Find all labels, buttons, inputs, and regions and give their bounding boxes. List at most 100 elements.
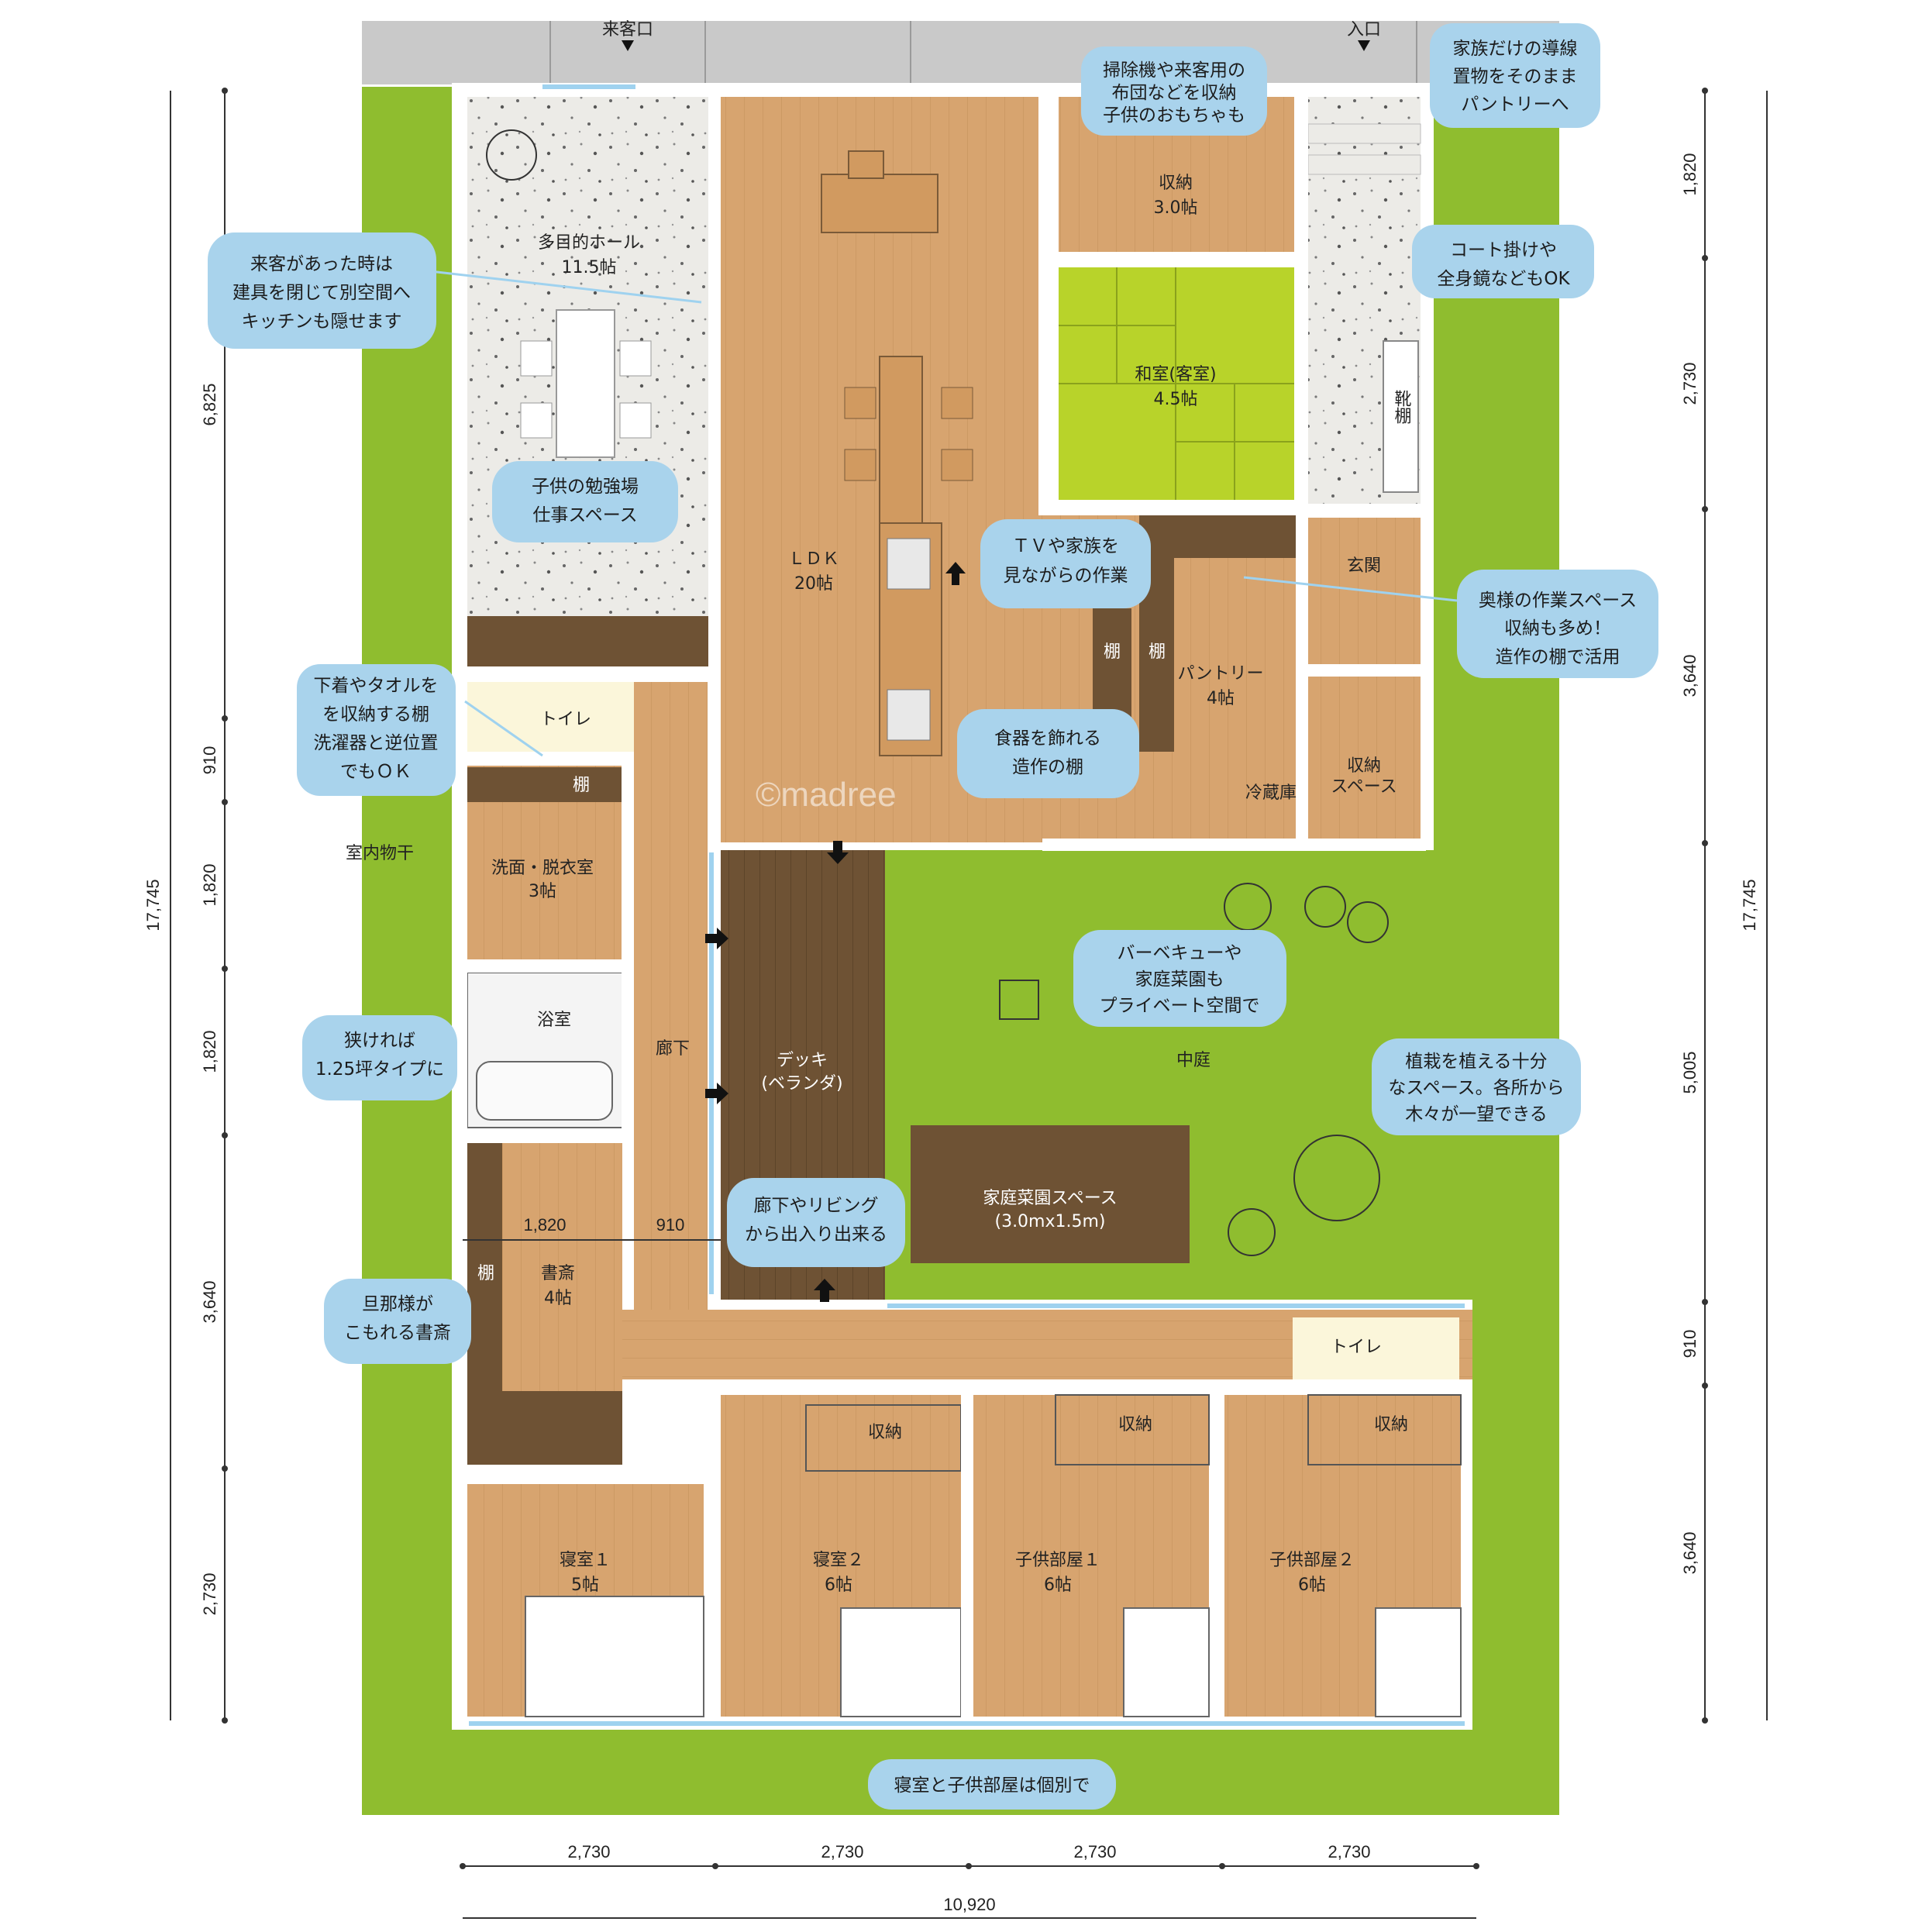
svg-text:から出入り出来る: から出入り出来る xyxy=(745,1224,887,1245)
svg-text:子供のおもちゃも: 子供のおもちゃも xyxy=(1103,105,1245,126)
storage-space xyxy=(1308,677,1421,839)
svg-text:仕事スペース: 仕事スペース xyxy=(532,505,637,525)
hall-name: 多目的ホール xyxy=(538,233,640,253)
callout-study-area xyxy=(492,461,678,542)
dim-bottom-3: 2,730 xyxy=(1073,1842,1116,1861)
closet-kid1: 収納 xyxy=(1118,1415,1152,1434)
closet-kid2: 収納 xyxy=(1374,1415,1408,1434)
svg-text:1.25坪タイプに: 1.25坪タイプに xyxy=(315,1059,444,1080)
main-entrance-label: 入口 xyxy=(1347,20,1381,40)
hall-bench xyxy=(467,616,709,666)
toilet-1 xyxy=(467,682,634,752)
svg-text:洗濯器と逆位置: 洗濯器と逆位置 xyxy=(314,733,439,753)
svg-text:造作の棚: 造作の棚 xyxy=(1012,757,1083,777)
kid1-size: 6帖 xyxy=(1044,1576,1072,1595)
pantry-shelf-label-2: 棚 xyxy=(1149,642,1166,662)
callout-coat-note xyxy=(1412,225,1594,298)
svg-text:家庭菜園も: 家庭菜園も xyxy=(1135,969,1224,990)
indoor-dry-label: 室内物干 xyxy=(346,844,414,863)
genkan-floor xyxy=(1308,518,1421,677)
svg-text:コート掛けや: コート掛けや xyxy=(1450,240,1557,260)
callout-family-route xyxy=(1430,23,1600,128)
svg-text:を収納する棚: を収納する棚 xyxy=(322,704,429,725)
callout-tv-note xyxy=(980,519,1151,608)
dim-right-3: 3,640 xyxy=(1680,654,1700,697)
guest-entrance-label: 来客口 xyxy=(602,20,653,40)
svg-text:布団などを収納: 布団などを収納 xyxy=(1112,83,1237,103)
svg-text:全身鏡などもOK: 全身鏡などもOK xyxy=(1437,269,1570,289)
shoe-shelf xyxy=(1383,340,1419,493)
dim-bottom-4: 2,730 xyxy=(1328,1842,1370,1861)
svg-text:キッチンも隠せます: キッチンも隠せます xyxy=(242,312,402,332)
garden-size: (3.0mx1.5m) xyxy=(994,1212,1105,1231)
callout-bbq xyxy=(1073,930,1286,1027)
garden-name: 家庭菜園スペース xyxy=(983,1189,1117,1208)
callout-storage-note xyxy=(1081,46,1267,136)
svg-text:バーベキューや: バーベキューや xyxy=(1118,943,1242,963)
paving xyxy=(362,21,1559,84)
toilet-2-label: トイレ xyxy=(1331,1338,1382,1357)
corridor-label: 廊下 xyxy=(656,1039,690,1059)
kid2-name: 子供部屋２ xyxy=(1269,1551,1355,1570)
closet-bed2: 収納 xyxy=(868,1423,902,1442)
dim-right-6: 3,640 xyxy=(1680,1531,1700,1574)
dim-right-total: 17,745 xyxy=(1740,879,1759,931)
wash-name: 洗面・脱衣室 xyxy=(491,859,594,878)
dim-left-1: 6,825 xyxy=(200,383,219,425)
wash-size: 3帖 xyxy=(529,882,556,901)
dim-left-4: 1,820 xyxy=(200,1030,219,1073)
dim-bottom-total: 10,920 xyxy=(943,1895,995,1914)
pantry-name: パントリー xyxy=(1177,664,1263,684)
svg-text:なスペース。各所から: なスペース。各所から xyxy=(1388,1078,1564,1098)
study-shelf-label: 棚 xyxy=(477,1264,494,1283)
dim-left-5: 3,640 xyxy=(200,1280,219,1323)
svg-text:子供の勉強場: 子供の勉強場 xyxy=(532,477,639,497)
svg-text:旦那様が: 旦那様が xyxy=(362,1294,433,1314)
svg-text:建具を閉じて別空間へ: 建具を閉じて別空間へ xyxy=(232,283,411,303)
svg-text:パントリーへ: パントリーへ xyxy=(1461,95,1569,115)
kid2-size: 6帖 xyxy=(1298,1576,1326,1595)
callout-bath-note xyxy=(302,1015,457,1100)
hall-size: 11.5帖 xyxy=(562,258,617,277)
garden-plot xyxy=(911,1125,1190,1263)
callout-planting xyxy=(1372,1038,1581,1135)
dim-left-2: 910 xyxy=(200,746,219,775)
svg-text:収納も多め！: 収納も多め！ xyxy=(1504,618,1611,639)
toilet-2 xyxy=(1293,1317,1459,1379)
svg-text:植栽を植える十分: 植栽を植える十分 xyxy=(1405,1052,1547,1072)
dim-right-1: 1,820 xyxy=(1680,153,1700,195)
svg-text:ＴＶや家族を: ＴＶや家族を xyxy=(1012,536,1119,556)
study-name: 書斎 xyxy=(541,1264,575,1283)
svg-text:木々が一望できる: 木々が一望できる xyxy=(1405,1104,1548,1124)
dim-bottom-2: 2,730 xyxy=(821,1842,863,1861)
svg-text:下着やタオルを: 下着やタオルを xyxy=(314,676,439,696)
callout-separate xyxy=(868,1759,1116,1810)
kid1-name: 子供部屋１ xyxy=(1015,1551,1100,1570)
dim-bottom-1: 2,730 xyxy=(567,1842,610,1861)
corridor-floor xyxy=(634,682,708,1310)
storage-top-size: 3.0帖 xyxy=(1154,198,1198,218)
svg-text:掃除機や来客用の: 掃除機や来客用の xyxy=(1103,60,1245,81)
genkan-label: 玄関 xyxy=(1347,556,1381,576)
dim-left-3: 1,820 xyxy=(200,863,219,906)
washitsu-size: 4.5帖 xyxy=(1154,390,1198,409)
callout-wife-space xyxy=(1457,570,1658,678)
svg-text:狭ければ: 狭ければ xyxy=(344,1031,415,1051)
svg-text:こもれる書斎: こもれる書斎 xyxy=(344,1323,451,1343)
svg-text:来客があった時は: 来客があった時は xyxy=(250,254,393,274)
storage-top-name: 収納 xyxy=(1159,174,1193,193)
dim-right-2: 2,730 xyxy=(1680,362,1700,405)
svg-text:プライベート空間で: プライベート空間で xyxy=(1100,996,1260,1016)
svg-text:家族だけの導線: 家族だけの導線 xyxy=(1453,39,1578,59)
bed1-size: 5帖 xyxy=(571,1576,599,1595)
svg-text:寝室と子供部屋は個別で: 寝室と子供部屋は個別で xyxy=(894,1775,1090,1796)
pantry-shelf-label-1: 棚 xyxy=(1104,642,1121,662)
svg-text:廊下やリビング: 廊下やリビング xyxy=(754,1196,879,1216)
callout-husband xyxy=(324,1279,471,1364)
deck-sub: (ベランダ) xyxy=(761,1074,842,1093)
svg-text:奥様の作業スペース: 奥様の作業スペース xyxy=(1479,591,1637,611)
watermark: ©madree xyxy=(756,776,897,814)
svg-text:食器を飾れる: 食器を飾れる xyxy=(994,728,1101,749)
ldk-name: ＬＤＫ xyxy=(788,549,839,569)
fridge-label: 冷蔵庫 xyxy=(1245,783,1297,803)
